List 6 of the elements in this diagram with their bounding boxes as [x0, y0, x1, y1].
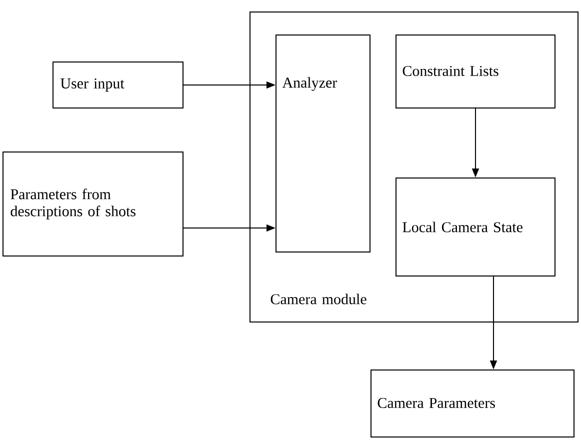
process-box: Camera Parameters [370, 370, 574, 438]
process-box: Local Camera State [396, 178, 556, 276]
process-box: Constraint Lists [396, 34, 556, 108]
process-box: Parameters from descriptions of shots [2, 152, 184, 256]
process-box: User input [52, 62, 184, 108]
process-box: Analyzer [276, 34, 370, 252]
